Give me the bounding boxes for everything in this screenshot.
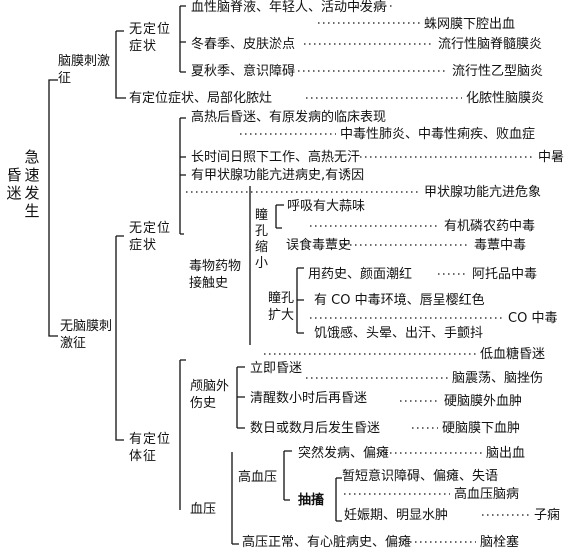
feature-hemorrhage: 突然发病、偏瘫 <box>298 446 390 461</box>
feature-encephalitis-b: 夏秋季、意识障碍 <box>191 64 296 79</box>
nonmeningeal-nolocal-label: 无定位症状 <box>129 221 172 253</box>
localizing-brace <box>179 359 186 510</box>
root-label: 昏迷 <box>6 166 22 202</box>
feature-heatstroke: 长时间日照下工作、高热无汗 <box>191 150 361 165</box>
feature-concussion: 立即昏迷 <box>250 361 303 376</box>
diagnosis-hemorrhage: 脑出血 <box>486 446 526 461</box>
diagnosis-atropine: 阿托品中毒 <box>472 267 538 282</box>
miosis-label: 瞳孔缩小 <box>255 208 269 271</box>
feature-atropine: 用药史、颜面潮红 <box>308 267 413 282</box>
trauma-brace <box>236 366 245 429</box>
mydriasis-label: 瞳孔扩大 <box>268 291 295 323</box>
feature-mushroom: 误食毒蕈史 <box>286 238 352 253</box>
feature-subdural: 数日或数月后发生昏迷 <box>250 421 381 436</box>
root-sublabel: 急速发生 <box>24 148 40 220</box>
poison-label: 毒物药物接触史 <box>189 259 242 291</box>
bp-brace <box>231 452 239 545</box>
feature-purulent-meningitis: 有定位症状、局部化脓灶 <box>129 91 273 106</box>
diagnosis-encephalitis-b: 流行性乙型脑炎 <box>452 64 544 79</box>
feature-epidural: 清醒数小时后再昏迷 <box>250 391 368 406</box>
diagnosis-embolism: 脑栓塞 <box>480 535 520 550</box>
convulsion-brace <box>335 477 342 522</box>
nonmeningeal-nolocal-brace <box>179 117 186 235</box>
root-brace <box>48 79 58 337</box>
diagnosis-hypertensive-encephalopathy: 高血压脑病 <box>454 487 520 502</box>
diagnosis-thyroid: 甲状腺功能亢进危象 <box>424 185 542 200</box>
diagnosis-subdural: 硬脑膜下血肿 <box>442 421 521 436</box>
feature-embolism: 高压正常、有心脏病史、偏瘫 <box>242 535 412 550</box>
nonmeningeal-local-label: 有定位体征 <box>129 432 172 464</box>
diagnosis-epidemic-meningitis: 流行性脑脊髓膜炎 <box>438 37 543 52</box>
diagnosis-infection: 中毒性肺炎、中毒性痢疾、败血症 <box>340 127 536 142</box>
diagnosis-purulent-meningitis: 化脓性脑膜炎 <box>466 91 545 106</box>
diagnosis-hypoglycemia: 低血糖昏迷 <box>480 347 546 362</box>
diagnosis-sah: 蛛网膜下腔出血 <box>424 17 516 32</box>
diagnosis-concussion: 脑震荡、脑挫伤 <box>452 371 544 386</box>
diagnosis-co: CO 中毒 <box>508 311 558 326</box>
convulsion-label: 抽搐 <box>298 493 325 508</box>
high-bp-brace <box>283 450 292 501</box>
diagnosis-heatstroke: 中暑 <box>538 150 565 165</box>
feature-infection: 高热后昏迷、有原发病的临床表现 <box>191 110 387 125</box>
nonmeningeal-brace <box>115 235 124 441</box>
feature-co: 有 CO 中毒环境、唇呈樱红色 <box>314 293 485 308</box>
diagnosis-organophosphate: 有机磷农药中毒 <box>444 219 536 234</box>
meningeal-brace <box>115 30 126 99</box>
feature-epidemic-meningitis: 冬春季、皮肤淤点 <box>191 37 296 52</box>
meningeal-label: 脑膜刺激征 <box>58 54 111 86</box>
feature-sah: 血性脑脊液、年轻人、活动中发病 <box>191 0 387 15</box>
feature-hypertensive-encephalopathy: 暂短意识障碍、偏瘫、失语 <box>342 469 499 484</box>
meningeal-nolocal-label: 无定位症状 <box>129 22 172 54</box>
trauma-label: 颅脑外伤史 <box>190 379 230 411</box>
diagnosis-eclampsia: 子痫 <box>534 508 561 523</box>
diagnosis-epidural: 硬脑膜外血肿 <box>444 394 523 409</box>
high-bp-label: 高血压 <box>238 470 278 485</box>
miosis-brace <box>275 204 284 229</box>
nonmeningeal-label: 无脑膜刺激征 <box>60 319 113 351</box>
feature-eclampsia: 妊娠期、明显水肿 <box>344 508 449 523</box>
feature-hypoglycemia: 饥饿感、头晕、出汗、手颤抖 <box>314 326 484 341</box>
feature-garlic: 呼吸有大蒜味 <box>287 199 366 214</box>
diagnosis-mushroom: 毒蕈中毒 <box>474 238 527 253</box>
meningeal-nolocal-brace <box>179 5 186 73</box>
bp-label: 血压 <box>190 502 217 517</box>
feature-thyroid: 有甲状腺功能亢进病史,有诱因 <box>191 168 365 183</box>
mydriasis-brace <box>296 267 304 334</box>
